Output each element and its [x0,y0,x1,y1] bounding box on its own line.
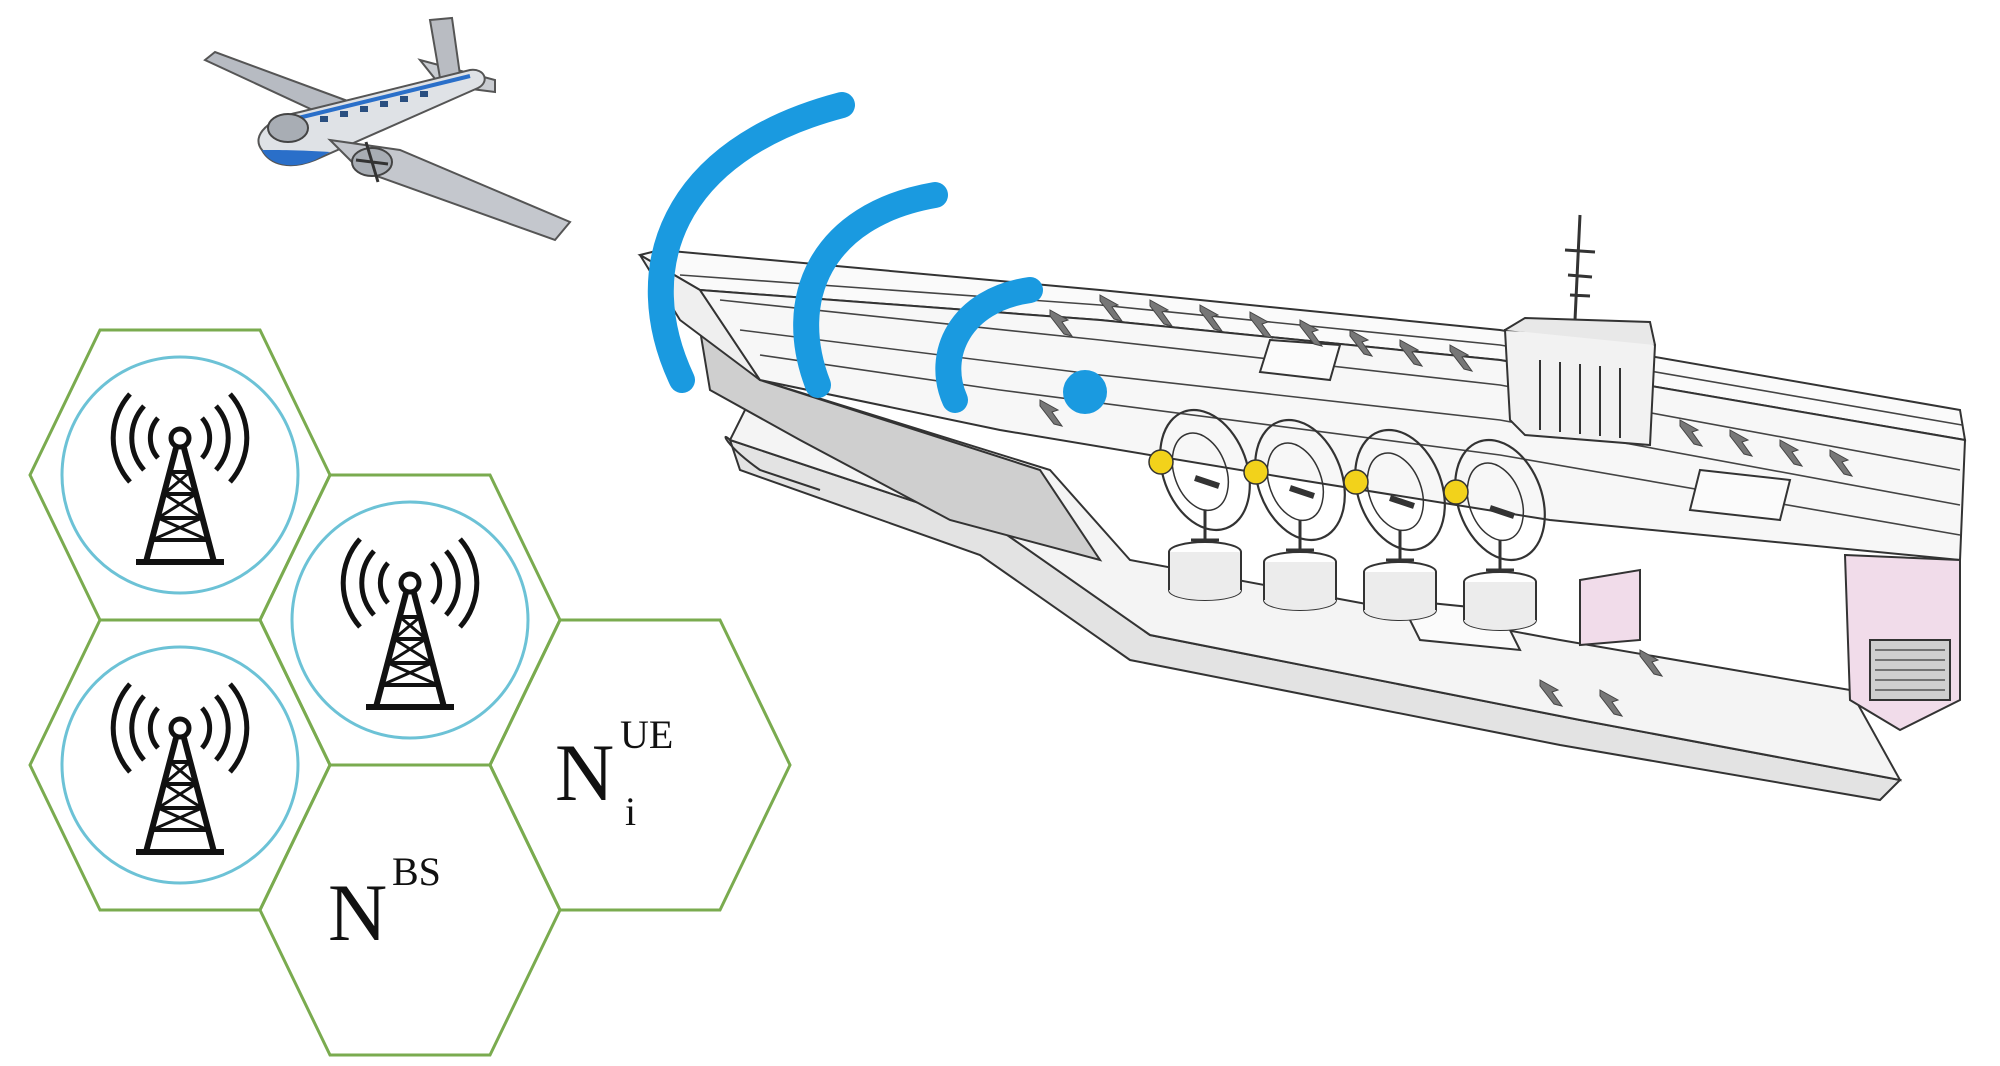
hex-cell-bottom [258,763,562,1057]
cell-tower-icon [343,539,477,707]
cell-tower-icon [113,684,247,852]
airplane-icon [203,16,572,242]
label-n-ue-main: N [555,727,614,818]
wifi-signal-icon [647,92,1107,414]
signal-arc-middle [793,182,948,398]
coverage-circle-1 [60,355,300,595]
signal-arc-outer [647,92,855,393]
label-n-bs-sup: BS [392,849,441,894]
label-n-ue-sub: i [625,789,636,834]
signal-dot [1063,370,1107,414]
label-n-ue-sup: UE [620,712,673,757]
cell-tower-icon [113,394,247,562]
label-n-bs: N BS [328,849,441,958]
coverage-circle-2 [290,500,530,740]
hex-cell-middle [258,473,562,767]
label-n-ue: N UE i [555,712,673,834]
hex-cell-grid [28,328,792,1057]
label-n-bs-main: N [328,867,387,958]
tower-circles [60,355,530,885]
aircraft-carrier-ship [637,214,1967,802]
hex-cell-bottom-left [28,618,332,912]
hex-cell-top-left [28,328,332,622]
hex-cell-right [488,618,792,912]
coverage-circle-3 [60,645,300,885]
signal-arc-inner [935,277,1043,413]
